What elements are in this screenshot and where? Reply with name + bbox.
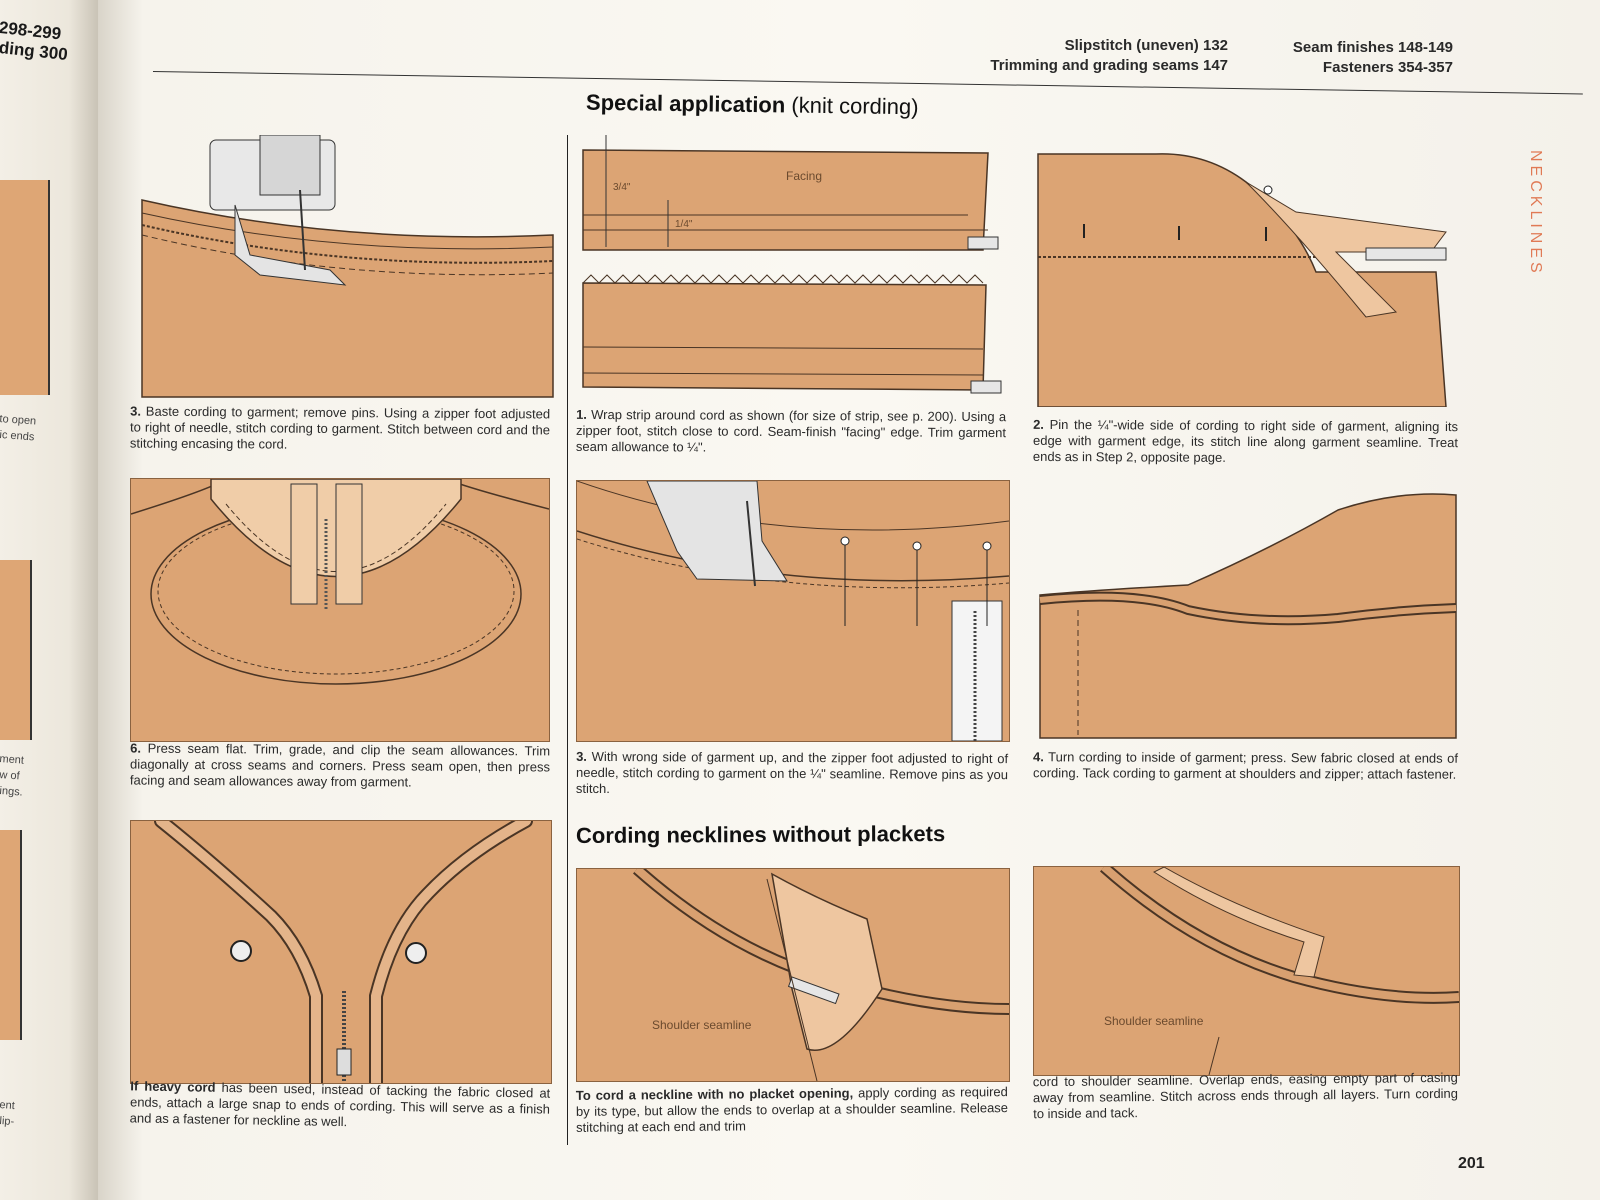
step-number: 3. bbox=[576, 748, 587, 764]
illustration-cord-overlap-right: Shoulder seamline bbox=[1033, 866, 1460, 1076]
caption-left-step6: 6. Press seam flat. Trim, grade, and cli… bbox=[130, 741, 550, 792]
section-title-normal: (knit cording) bbox=[791, 92, 919, 120]
illustration-heavy-cord-snap bbox=[130, 820, 552, 1084]
left-page-edge: 298-299 ding 300 to open ic ends ment w … bbox=[0, 0, 98, 1200]
left-page-fragment: ic ends bbox=[0, 428, 35, 444]
left-page-fragment: lip- bbox=[0, 1114, 15, 1128]
header-crossref-col2: Seam finishes 148-149 Fasteners 354-357 bbox=[1248, 38, 1453, 78]
caption-right-overlap: cord to shoulder seamline. Overlap ends,… bbox=[1033, 1070, 1458, 1122]
left-page-illustration-3 bbox=[0, 830, 22, 1040]
caption-left-heavy-cord: If heavy cord has been used, instead of … bbox=[130, 1078, 551, 1133]
caption-mid-no-placket: To cord a neckline with no placket openi… bbox=[576, 1084, 1008, 1136]
left-page-illustration-1 bbox=[0, 180, 50, 395]
label-quarter-inch: 1/4" bbox=[675, 219, 693, 230]
label-shoulder-seamline: Shoulder seamline bbox=[1104, 1014, 1204, 1028]
book-page: Slipstitch (uneven) 132 Trimming and gra… bbox=[98, 0, 1600, 1200]
column-divider bbox=[567, 135, 568, 1145]
header-ref: Fasteners 354-357 bbox=[1322, 59, 1453, 76]
step-number: 4. bbox=[1033, 749, 1044, 765]
header-ref: Seam finishes 148-149 bbox=[1292, 39, 1453, 56]
left-page-fragment: ent bbox=[0, 1098, 16, 1113]
illustration-stitch-cording-left bbox=[140, 135, 555, 400]
left-page-fragment: ment bbox=[0, 752, 25, 767]
caption-right-step4: 4. Turn cording to inside of garment; pr… bbox=[1033, 749, 1458, 782]
caption-text: With wrong side of garment up, and the z… bbox=[575, 748, 1009, 797]
left-page-fragment: w of bbox=[0, 768, 21, 783]
caption-mid-step1: 1. Wrap strip around cord as shown (for … bbox=[576, 407, 1006, 457]
illustration-cord-overlap-left: Shoulder seamline bbox=[576, 868, 1010, 1082]
step-number: 3. bbox=[130, 403, 142, 419]
label-facing: Facing bbox=[786, 169, 822, 183]
header-ref: Trimming and grading seams 147 bbox=[990, 57, 1228, 74]
illustration-turn-cording-inside bbox=[1038, 490, 1458, 740]
illustration-neckline-placket bbox=[130, 478, 550, 742]
illustration-pin-cording bbox=[1036, 152, 1456, 407]
step-number: 6. bbox=[130, 740, 142, 756]
caption-text: Press seam flat. Trim, grade, and clip t… bbox=[129, 740, 551, 790]
label-shoulder-seamline: Shoulder seamline bbox=[652, 1018, 752, 1032]
section-title-cording-necklines: Cording necklines without plackets bbox=[575, 821, 946, 848]
left-page-fragment: ings. bbox=[0, 784, 24, 799]
side-tab-necklines: NECKLINES bbox=[1527, 150, 1544, 277]
caption-right-step2: 2. Pin the ¼"-wide side of cording to ri… bbox=[1033, 417, 1458, 467]
left-page-fragment: to open bbox=[0, 412, 37, 428]
page-number: 201 bbox=[1458, 1155, 1485, 1172]
caption-lead: To cord a neckline with no placket openi… bbox=[575, 1085, 854, 1103]
step-number: 2. bbox=[1033, 416, 1044, 432]
caption-mid-step3: 3. With wrong side of garment up, and th… bbox=[576, 749, 1008, 799]
header-ref: Slipstitch (uneven) 132 bbox=[1064, 37, 1228, 54]
step-number: 1. bbox=[576, 406, 587, 422]
caption-left-step3: 3. Baste cording to garment; remove pins… bbox=[130, 404, 550, 455]
label-three-quarter-inch: 3/4" bbox=[613, 182, 631, 193]
illustration-wrap-strip: Facing 3/4" 1/4" bbox=[573, 135, 1005, 400]
section-title-bold: Special application bbox=[585, 89, 786, 118]
caption-lead: If heavy cord bbox=[130, 1078, 216, 1095]
caption-text: Turn cording to inside of garment; press… bbox=[1032, 749, 1459, 782]
left-page-illustration-2 bbox=[0, 560, 32, 740]
section-title-special-application: Special application (knit cording) bbox=[586, 90, 919, 121]
caption-text: Wrap strip around cord as shown (for siz… bbox=[575, 406, 1007, 455]
header-crossref-col1: Slipstitch (uneven) 132 Trimming and gra… bbox=[938, 36, 1228, 76]
caption-text: Pin the ¼"-wide side of cording to right… bbox=[1032, 416, 1459, 465]
caption-text: Baste cording to garment; remove pins. U… bbox=[129, 403, 551, 452]
caption-text: cord to shoulder seamline. Overlap ends,… bbox=[1032, 1069, 1459, 1122]
illustration-stitch-zipper-foot bbox=[576, 480, 1010, 742]
